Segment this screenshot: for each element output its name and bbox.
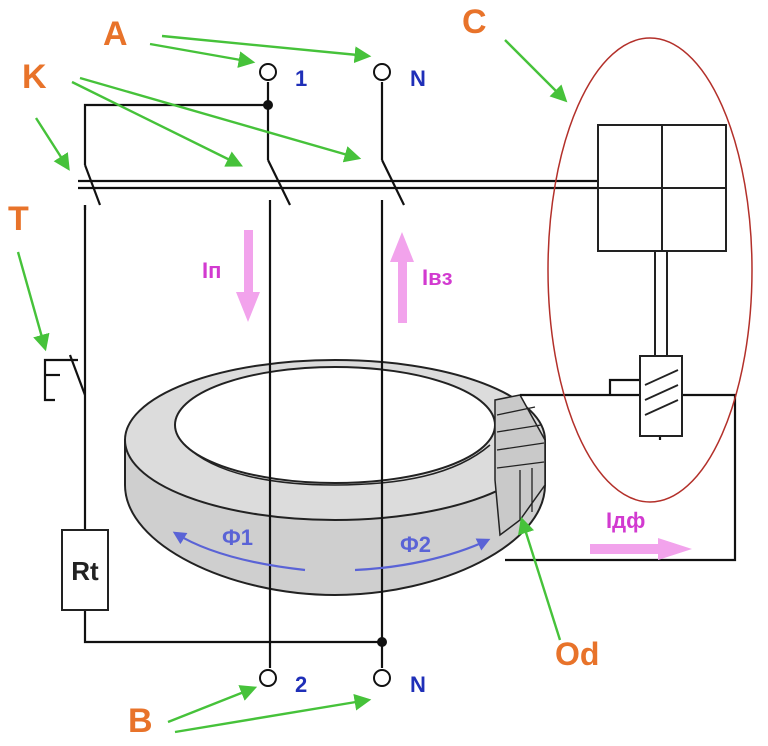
test-button-t [43, 354, 87, 402]
pointer-k-test [34, 117, 70, 171]
pointer-c [504, 39, 568, 103]
pointer-k-phase [71, 80, 244, 167]
current-arrow-return [390, 232, 414, 323]
relay-c [547, 37, 753, 503]
terminal-label-n-bottom: N [410, 672, 426, 697]
resistor-rt [61, 529, 109, 611]
junction-dot-bottom [377, 637, 387, 647]
relay-highlight-ellipse [547, 37, 753, 503]
flux-label-phi1: Ф1 [222, 525, 253, 550]
label-k: K [22, 58, 47, 96]
pointer-b-neutral [174, 693, 372, 734]
pointer-k-neutral [79, 76, 362, 163]
label-a: A [103, 15, 128, 53]
terminal-top-neutral [373, 63, 391, 81]
resistor-rt-label: Rt [71, 556, 99, 586]
current-label-in: Iп [202, 258, 221, 283]
label-b: B [128, 702, 153, 740]
pointer-a-neutral [161, 34, 372, 64]
contacts-k [83, 159, 405, 210]
junction-dot-top [263, 100, 273, 110]
wiring [78, 82, 737, 668]
terminal-top-phase [259, 63, 277, 81]
label-t: T [8, 200, 29, 238]
secondary-winding-od [494, 394, 546, 537]
terminal-bottom-phase [259, 669, 277, 687]
flux-arrow-phi2 [354, 538, 491, 572]
current-label-return: Iвз [422, 265, 453, 290]
terminal-label-1: 1 [295, 66, 307, 91]
pointer-od [518, 516, 562, 641]
terminals [259, 63, 391, 687]
terminal-label-n-top: N [410, 66, 426, 91]
pointer-b-phase [167, 685, 258, 724]
current-arrow-in [236, 230, 260, 322]
toroidal-core [124, 359, 546, 597]
label-c: C [462, 3, 487, 41]
flux-label-phi2: Ф2 [400, 532, 431, 557]
current-arrow-diff [590, 538, 692, 560]
flux-arrow-phi1 [172, 531, 306, 572]
label-od: Od [555, 636, 599, 672]
pointer-t [16, 251, 50, 352]
pointer-a-phase [149, 42, 256, 68]
current-label-diff: Iдф [606, 508, 645, 533]
relay-coil [639, 355, 683, 437]
relay-plunger [654, 250, 668, 357]
terminal-label-2: 2 [295, 672, 307, 697]
terminal-bottom-neutral [373, 669, 391, 687]
